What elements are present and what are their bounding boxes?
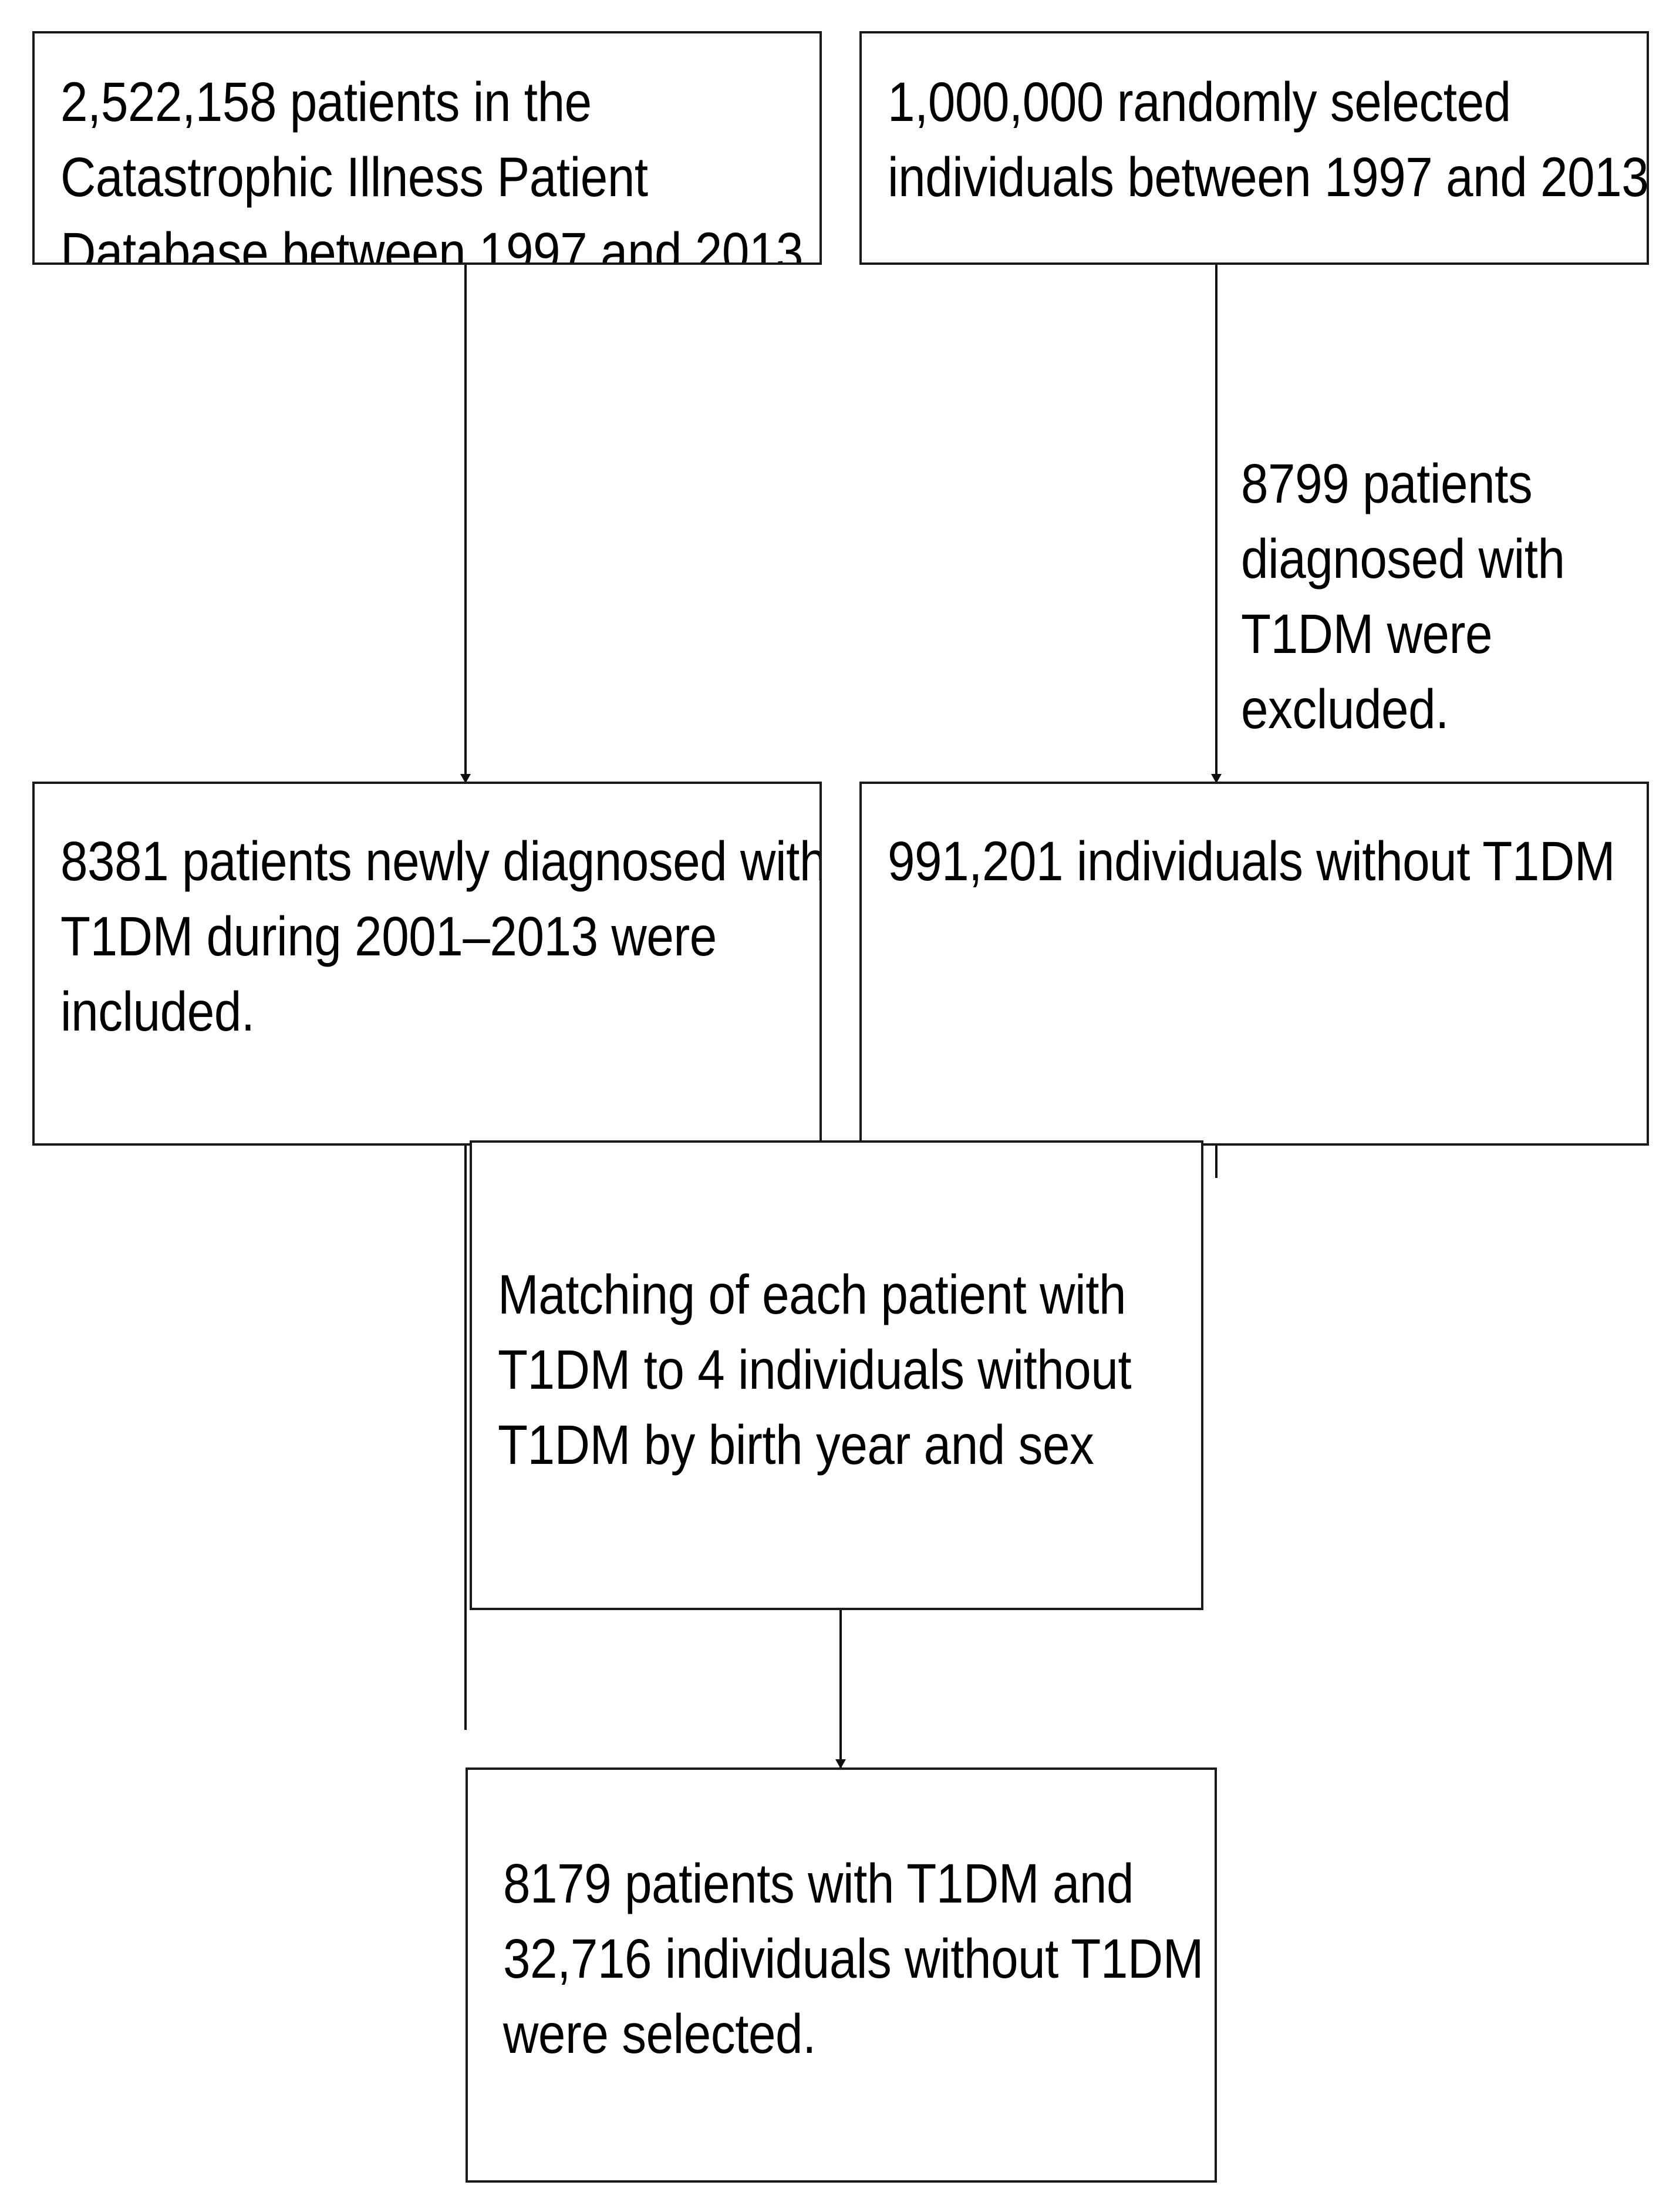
node-source-population: 2,522,158 patients in the Catastrophic I… <box>32 31 822 265</box>
node-non-t1dm-remaining: 991,201 individuals without T1DM <box>859 782 1649 1146</box>
node-comparison-population: 1,000,000 randomly selected individuals … <box>859 31 1649 265</box>
node-source-population-text: 2,522,158 patients in the Catastrophic I… <box>60 71 804 265</box>
annotation-exclusion-note: 8799 patients diagnosed with T1DM were e… <box>1241 453 1565 740</box>
connector-source-to-t1dm <box>464 265 467 784</box>
connector-t1dm-to-matching <box>464 1146 467 1730</box>
arrowhead-cohort-to-non-t1dm <box>1211 774 1222 783</box>
node-matching-step-text: Matching of each patient with T1DM to 4 … <box>498 1264 1132 1476</box>
arrowhead-matching-to-final <box>835 1759 846 1769</box>
arrowhead-source-to-t1dm <box>460 774 471 783</box>
node-final-study-sample: 8179 patients with T1DM and 32,716 indiv… <box>466 1767 1217 2183</box>
node-matching-step: Matching of each patient with T1DM to 4 … <box>470 1140 1203 1610</box>
node-non-t1dm-remaining-text: 991,201 individuals without T1DM <box>888 830 1616 893</box>
connector-non-t1dm-to-matching <box>1215 1146 1218 1178</box>
node-t1dm-included: 8381 patients newly diagnosed with T1DM … <box>32 782 822 1146</box>
connector-cohort-to-non-t1dm <box>1215 265 1218 784</box>
node-comparison-population-text: 1,000,000 randomly selected individuals … <box>888 71 1649 208</box>
node-final-study-sample-text: 8179 patients with T1DM and 32,716 indiv… <box>503 1853 1204 2065</box>
connector-matching-to-final <box>839 1610 842 1770</box>
node-t1dm-included-text: 8381 patients newly diagnosed with T1DM … <box>60 830 822 1043</box>
